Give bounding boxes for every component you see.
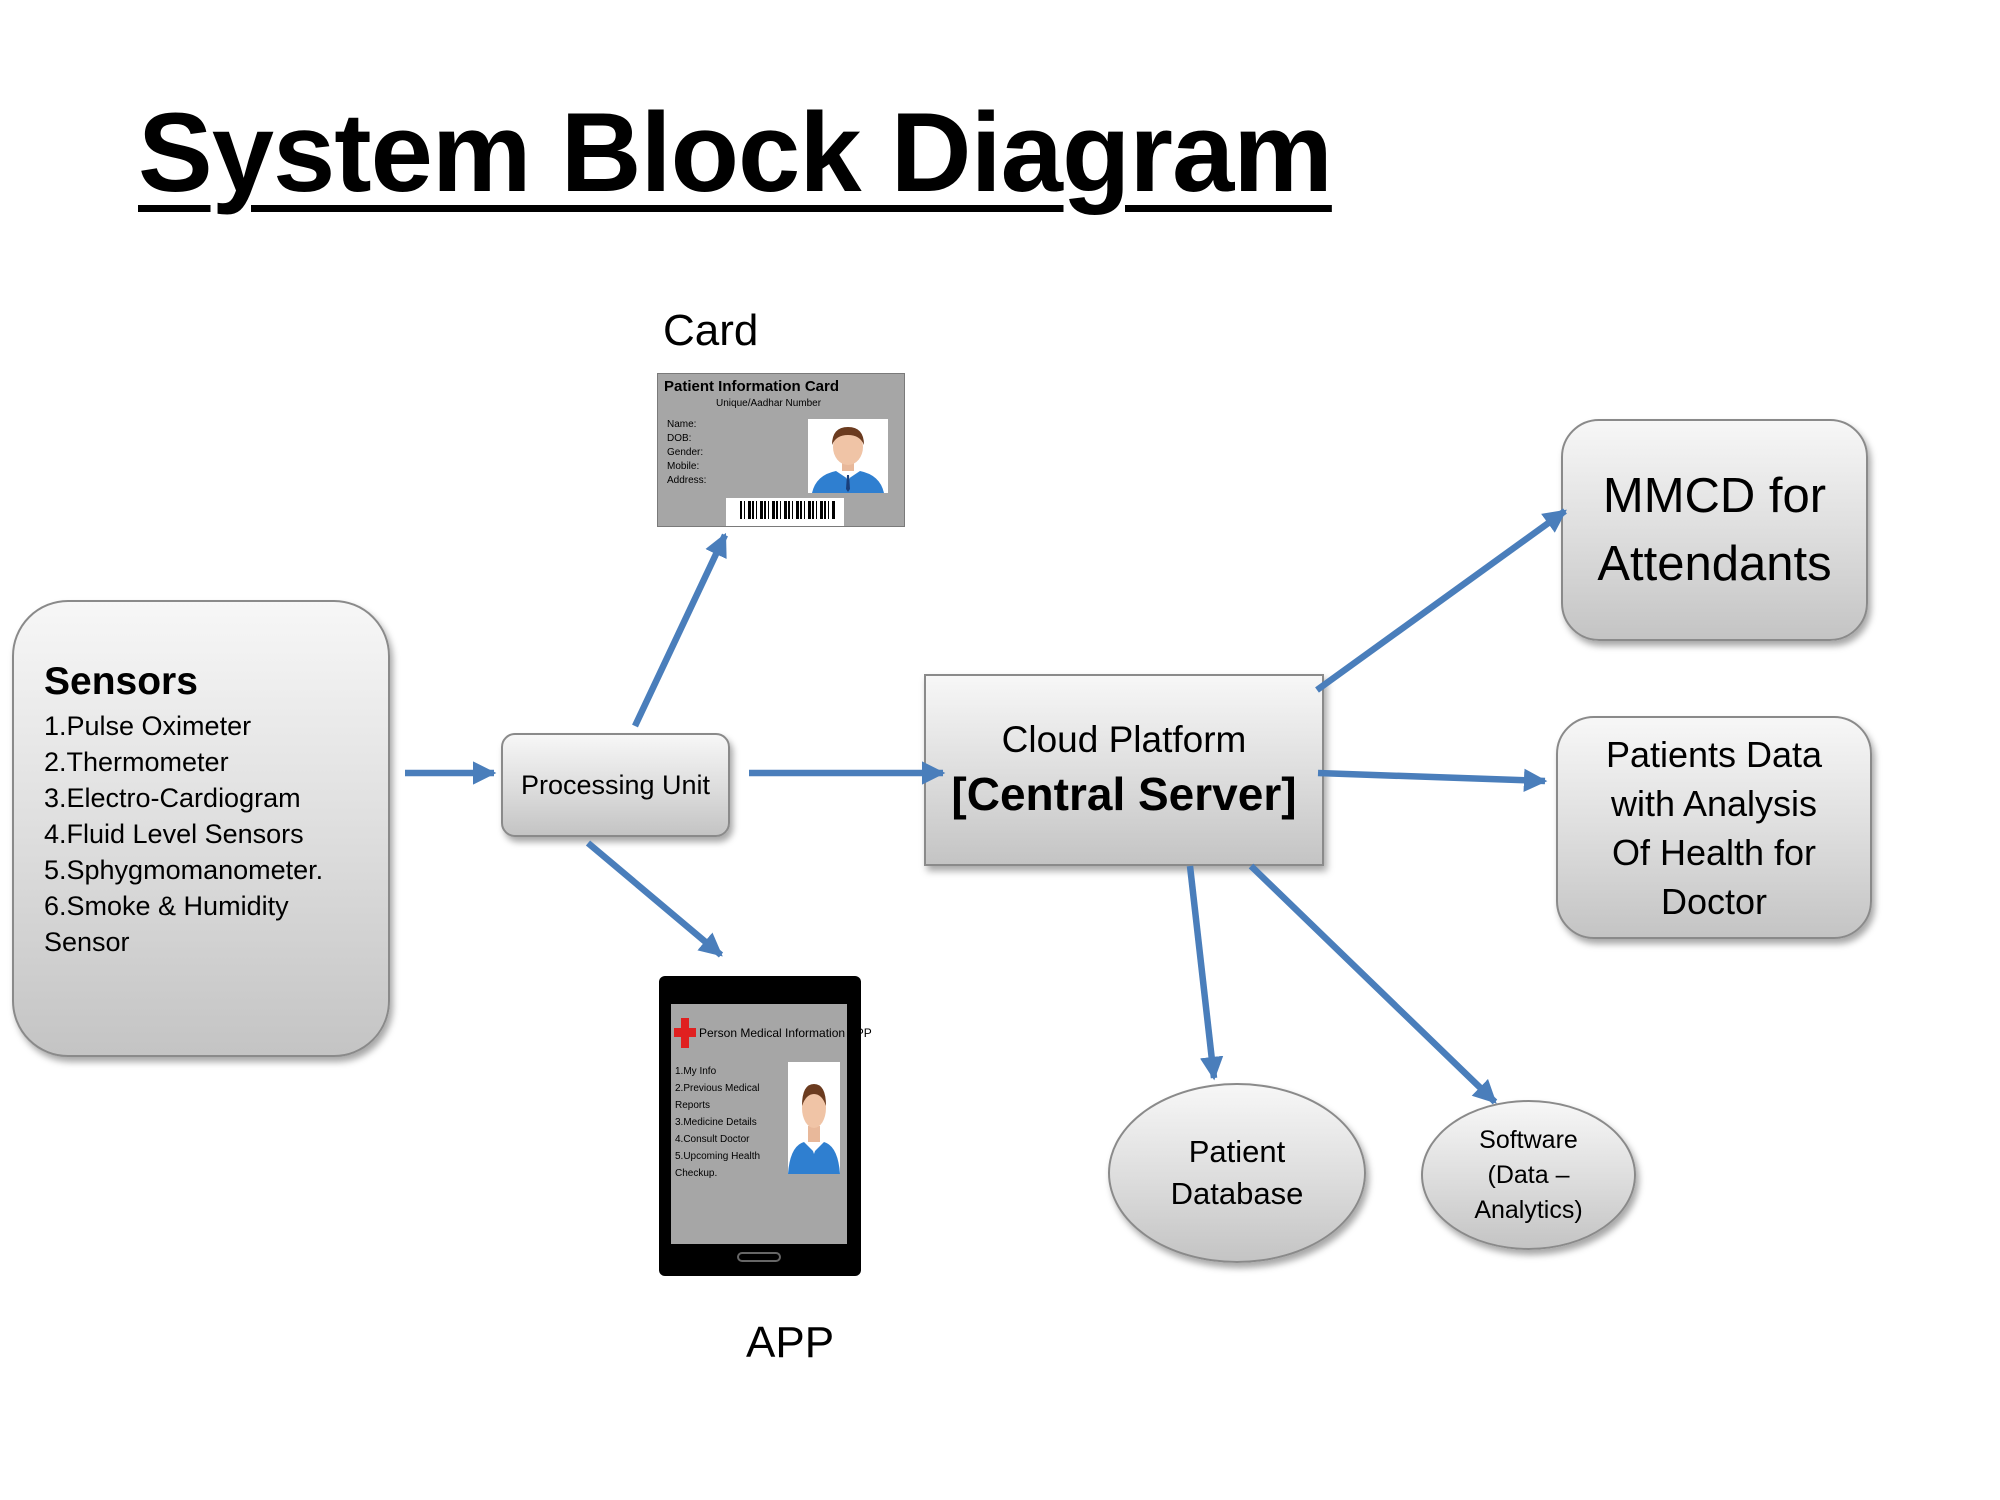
software-line2: (Data – xyxy=(1487,1160,1570,1189)
phone-screen: Person Medical Information APP 1.My Info… xyxy=(671,1004,872,1244)
sensors-block: Sensors 1.Pulse Oximeter 2.Thermometer 3… xyxy=(12,600,390,1057)
app-menu-item: 4.Consult Doctor xyxy=(675,1134,750,1145)
medical-cross-icon xyxy=(674,1018,696,1048)
barcode-icon xyxy=(726,498,844,526)
arrow-cloud-to-mmcd xyxy=(1315,508,1567,693)
card-field: Address: xyxy=(667,475,707,486)
card-field: Mobile: xyxy=(667,461,700,472)
app-title: Person Medical Information APP xyxy=(699,1026,872,1040)
phone-app-image: Person Medical Information APP 1.My Info… xyxy=(659,976,872,1276)
app-label: APP xyxy=(746,1318,835,1367)
arrow-cloud-to-database xyxy=(1186,865,1224,1081)
app-menu-item: Checkup. xyxy=(675,1168,718,1179)
arrow-cloud-to-software xyxy=(1248,863,1498,1105)
cloud-platform-block: Cloud Platform [Central Server] xyxy=(924,674,1324,866)
app-menu-item: 1.My Info xyxy=(675,1066,717,1077)
patient-card-image: Patient Information Card Unique/Aadhar N… xyxy=(657,373,905,527)
mmcd-line2: Attendants xyxy=(1597,537,1832,591)
central-server-label: [Central Server] xyxy=(951,768,1297,820)
patient-database-line1: Patient xyxy=(1188,1134,1286,1169)
patient-database-line2: Database xyxy=(1170,1176,1304,1211)
software-line3: Analytics) xyxy=(1474,1195,1583,1224)
patients-data-line: Of Health for xyxy=(1611,831,1817,873)
sensor-item: 5.Sphygmomanometer. xyxy=(44,855,324,885)
avatar-icon xyxy=(808,419,888,493)
card-subtitle: Unique/Aadhar Number xyxy=(716,398,822,409)
processing-unit-block: Processing Unit xyxy=(501,733,730,837)
patients-data-line: with Analysis xyxy=(1610,782,1818,824)
arrow-processing-to-card xyxy=(632,532,728,728)
software-line1: Software xyxy=(1479,1125,1578,1154)
app-menu-item: 3.Medicine Details xyxy=(675,1117,757,1128)
card-field: DOB: xyxy=(667,433,692,444)
sensor-item: 6.Smoke & Humidity xyxy=(44,891,289,921)
card-field: Name: xyxy=(667,419,697,430)
sensors-heading: Sensors xyxy=(44,660,198,703)
phone-home-button xyxy=(737,1252,781,1262)
app-menu-item: 5.Upcoming Health xyxy=(675,1151,761,1162)
mmcd-block: MMCD for Attendants xyxy=(1561,419,1868,641)
patient-database-node: Patient Database xyxy=(1108,1083,1366,1263)
sensor-item: 3.Electro-Cardiogram xyxy=(44,783,301,813)
sensor-item: Sensor xyxy=(44,927,130,957)
avatar-icon xyxy=(788,1062,840,1174)
arrow-cloud-to-patients-data xyxy=(1317,768,1548,792)
sensor-item: 2.Thermometer xyxy=(44,747,229,777)
sensor-item: 1.Pulse Oximeter xyxy=(44,711,252,741)
processing-unit-label: Processing Unit xyxy=(520,769,711,800)
cloud-platform-label: Cloud Platform xyxy=(1001,719,1247,760)
patients-data-line: Patients Data xyxy=(1605,733,1823,775)
patients-data-line: Doctor xyxy=(1660,880,1768,922)
page-title: System Block Diagram xyxy=(138,90,1333,215)
app-menu-item: 2.Previous Medical xyxy=(675,1083,760,1094)
arrow-processing-to-app xyxy=(585,840,724,958)
sensor-item: 4.Fluid Level Sensors xyxy=(44,819,304,849)
card-title: Patient Information Card xyxy=(664,378,840,395)
mmcd-line1: MMCD for xyxy=(1602,469,1827,523)
software-analytics-node: Software (Data – Analytics) xyxy=(1421,1100,1636,1250)
patients-data-block: Patients Data with Analysis Of Health fo… xyxy=(1556,716,1872,939)
app-menu-item: Reports xyxy=(675,1100,711,1111)
card-label: Card xyxy=(663,306,759,355)
card-field: Gender: xyxy=(667,447,704,458)
